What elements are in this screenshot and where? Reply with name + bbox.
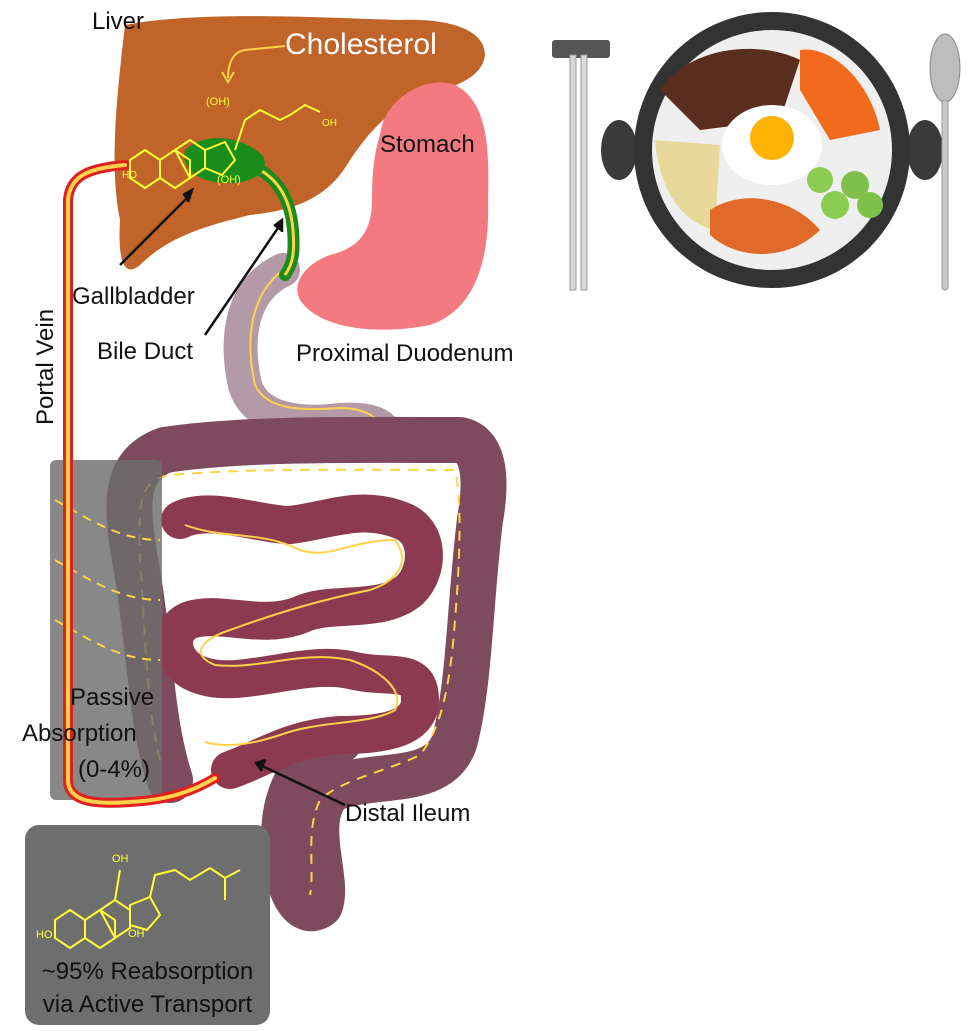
bibimbap-bowl-illustration: [601, 12, 943, 288]
small-intestine: [174, 514, 424, 770]
molecule-box-oh-1: OH: [112, 853, 129, 865]
label-cholesterol: Cholesterol: [285, 30, 437, 60]
molecule-ho: HO: [122, 170, 137, 181]
chopsticks-icon: [552, 40, 610, 290]
label-reabsorption-line2: via Active Transport: [25, 993, 270, 1017]
label-passive-pct: (0-4%): [78, 758, 150, 782]
label-passive: Passive: [70, 686, 154, 710]
molecule-oh-acid: OH: [322, 118, 337, 129]
label-bile-duct: Bile Duct: [97, 340, 193, 364]
molecule-oh-top: (OH): [206, 96, 230, 108]
label-proximal-duodenum: Proximal Duodenum: [296, 342, 513, 366]
label-gallbladder: Gallbladder: [72, 285, 195, 309]
molecule-box-ho: HO: [36, 929, 53, 941]
label-distal-ileum: Distal Ileum: [345, 802, 470, 826]
molecule-box-oh-2: OH: [128, 928, 145, 940]
label-portal-vein: Portal Vein: [34, 309, 58, 425]
label-absorption: Absorption: [22, 722, 137, 746]
label-stomach: Stomach: [380, 133, 475, 157]
molecule-oh-mid: (OH): [217, 174, 241, 186]
label-reabsorption-line1: ~95% Reabsorption: [25, 960, 270, 984]
label-liver: Liver: [92, 10, 144, 34]
